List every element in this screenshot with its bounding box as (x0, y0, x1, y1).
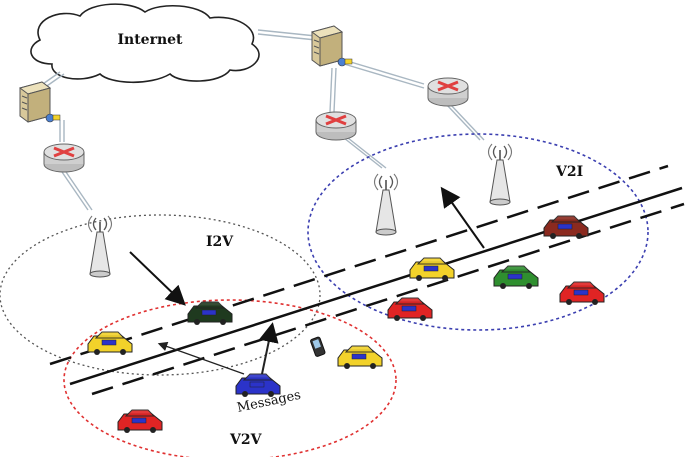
car-icon (187, 301, 233, 326)
server-left (19, 81, 61, 123)
v2i-arrow (440, 186, 485, 249)
car-icon (87, 331, 133, 356)
i2v-coverage-circle (0, 214, 321, 376)
tower-i2v (87, 215, 113, 278)
car-red-right (559, 281, 605, 306)
car-blue-sender (235, 373, 281, 398)
phone-icon (310, 336, 326, 357)
v2v-label: V2V (229, 432, 263, 448)
car-icon (559, 281, 605, 306)
tower-v2i-left (373, 173, 399, 236)
router-icon (426, 76, 470, 108)
v2v-arrow-up (258, 322, 279, 375)
car-icon (117, 409, 163, 434)
tower-v2i-right (487, 143, 513, 206)
car-red-mid (387, 297, 433, 322)
car-green (493, 265, 539, 290)
server-icon (19, 81, 61, 123)
car-red-bottom (117, 409, 163, 434)
car-yellow-phone (337, 345, 383, 370)
car-yellow-left (87, 331, 133, 356)
car-icon (493, 265, 539, 290)
car-icon (387, 297, 433, 322)
router-mid (314, 110, 358, 142)
car-icon (337, 345, 383, 370)
v2v-arrow-left (157, 341, 245, 375)
internet-cloud: Internet (30, 3, 260, 84)
antenna-tower-icon (373, 173, 399, 236)
car-yellow-v2i (409, 257, 455, 282)
v2i-label: V2I (555, 164, 583, 180)
v2i-coverage-circle (307, 133, 649, 331)
car-icon (409, 257, 455, 282)
internet-label: Internet (117, 32, 183, 48)
antenna-tower-icon (87, 215, 113, 278)
server-right (311, 25, 353, 67)
router-right (426, 76, 470, 108)
router-icon (42, 142, 86, 174)
router-icon (314, 110, 358, 142)
i2v-label: I2V (206, 234, 234, 250)
antenna-tower-icon (487, 143, 513, 206)
car-dark-green (187, 301, 233, 326)
cloud-icon (30, 3, 260, 84)
v2v-coverage-circle (63, 299, 397, 457)
server-icon (311, 25, 353, 67)
i2v-arrow (129, 251, 186, 306)
router-left (42, 142, 86, 174)
car-icon (235, 373, 281, 398)
